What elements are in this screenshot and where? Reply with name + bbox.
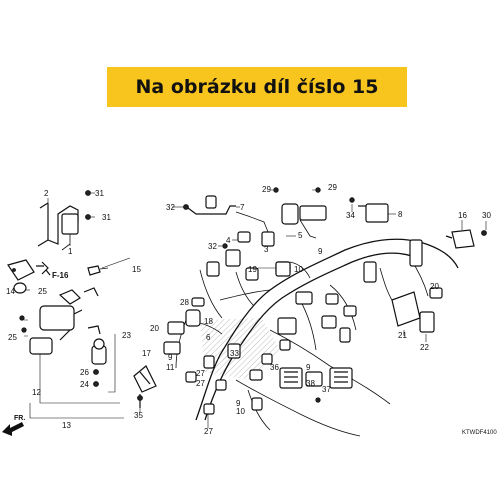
- label-32b: 32: [208, 242, 217, 251]
- screw-37: [315, 397, 321, 403]
- label-17: 17: [142, 349, 151, 358]
- label-37: 37: [322, 385, 331, 394]
- screw-30: [481, 230, 487, 236]
- screw-31b: [85, 214, 95, 220]
- bracket-23-leader: [108, 334, 116, 393]
- label-9b: 9: [168, 353, 173, 362]
- group-13-leader: [29, 403, 124, 419]
- label-18: 18: [204, 317, 213, 326]
- banner-text: Na obrázku díl číslo 15: [135, 76, 379, 98]
- label-21: 21: [398, 331, 407, 340]
- part-20a: [167, 321, 185, 335]
- label-27a: 27: [196, 369, 205, 378]
- f16-arrow: [45, 269, 51, 276]
- label-24: 24: [80, 380, 89, 389]
- screw-32b: [222, 243, 228, 249]
- label-20a: 20: [150, 324, 159, 333]
- label-10b: 10: [236, 407, 245, 416]
- fr-label: FR.: [14, 415, 25, 422]
- label-2: 2: [44, 189, 49, 198]
- label-30: 30: [482, 211, 491, 220]
- label-31b: 31: [102, 213, 111, 222]
- label-5: 5: [298, 231, 303, 240]
- label-6: 6: [206, 333, 211, 342]
- harness-connectors: [185, 239, 423, 415]
- label-12: 12: [32, 388, 41, 397]
- label-19: 19: [248, 265, 257, 274]
- bracket-part-7: [183, 195, 236, 215]
- label-36: 36: [270, 363, 279, 372]
- bracket-part-2: [37, 202, 79, 251]
- label-7: 7: [240, 203, 245, 212]
- label-27b: 27: [196, 379, 205, 388]
- screw-26: [93, 369, 99, 375]
- label-34: 34: [346, 211, 355, 220]
- screw-24: [93, 381, 99, 387]
- ignition-switch-assembly: [19, 287, 99, 355]
- front-direction-arrow: [2, 422, 24, 436]
- diagram-code: KTWDF4100: [462, 430, 497, 436]
- label-8: 8: [398, 210, 403, 219]
- label-20b: 20: [430, 282, 439, 291]
- label-22: 22: [420, 343, 429, 352]
- label-9a: 9: [318, 247, 323, 256]
- label-15: 15: [132, 265, 141, 274]
- label-32a: 32: [166, 203, 175, 212]
- screw-31a: [85, 190, 95, 196]
- label-25a: 25: [38, 287, 47, 296]
- label-1: 1: [68, 247, 73, 256]
- f16-reference: F-16: [52, 271, 69, 280]
- label-25b: 25: [8, 333, 17, 342]
- part-number-banner: Na obrázku díl číslo 15: [107, 67, 407, 107]
- fuse-box-part-38: [279, 367, 353, 389]
- label-16: 16: [458, 211, 467, 220]
- label-29a: 29: [262, 185, 271, 194]
- ecu-part-21: [391, 291, 421, 327]
- ignition-coil-part-3: [273, 187, 327, 239]
- key-cylinder-part: [87, 325, 107, 365]
- relay-part-8: [349, 197, 389, 223]
- group-12-leader: [39, 354, 120, 404]
- label-13: 13: [62, 421, 71, 430]
- label-26: 26: [80, 368, 89, 377]
- label-23: 23: [122, 331, 131, 340]
- horn-part-17: [133, 365, 157, 393]
- part-20c: [429, 287, 443, 299]
- label-4: 4: [226, 236, 231, 245]
- part-20b: [163, 341, 181, 355]
- label-27c: 27: [204, 427, 213, 436]
- part-labels: 2 31 31 1 32 29 29 7 34 8 16 30 5 3 4 32…: [6, 183, 491, 436]
- label-14: 14: [6, 287, 15, 296]
- sensor-part-5: [235, 211, 275, 247]
- label-28: 28: [180, 298, 189, 307]
- label-38: 38: [306, 379, 315, 388]
- connector-part-4: [237, 231, 251, 243]
- label-3: 3: [264, 245, 269, 254]
- key-part-15: [87, 265, 109, 276]
- part-19: [275, 261, 291, 277]
- switch-left-part: [7, 259, 49, 281]
- label-10: 10: [294, 265, 303, 274]
- switch-part-16: [445, 229, 475, 249]
- label-9d: 9: [236, 399, 241, 408]
- label-9c: 9: [306, 363, 311, 372]
- relay-part-22: [419, 311, 435, 333]
- part-28: [191, 297, 205, 307]
- label-33: 33: [230, 349, 239, 358]
- label-11: 11: [166, 363, 175, 372]
- lock-part-14: [13, 282, 27, 294]
- label-29b: 29: [328, 183, 337, 192]
- leader-lines: [24, 189, 487, 428]
- label-31a: 31: [95, 189, 104, 198]
- bolt-35-head: [137, 395, 143, 401]
- label-35: 35: [134, 411, 143, 420]
- part-18: [185, 309, 201, 327]
